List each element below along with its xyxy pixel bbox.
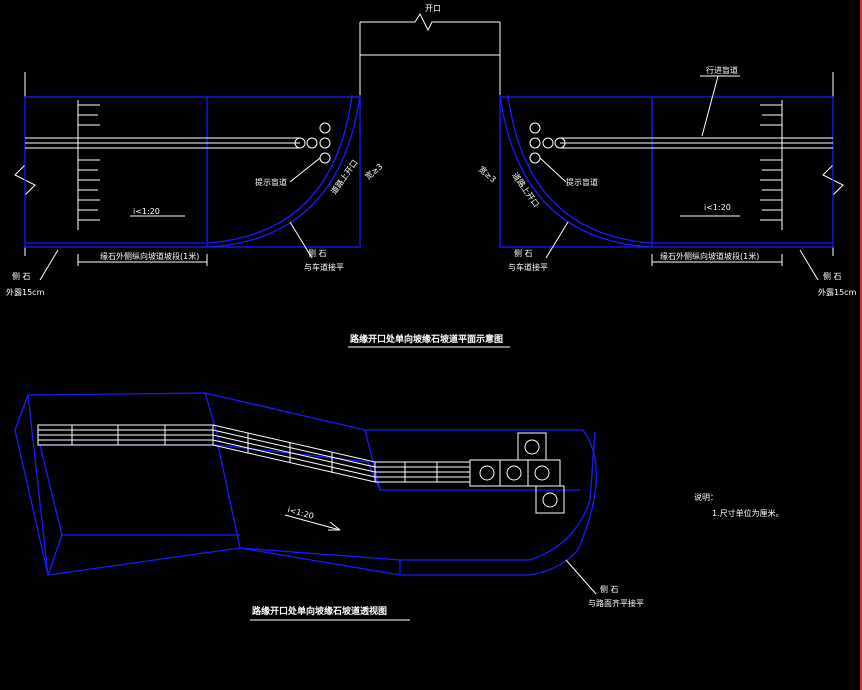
right-tactile-dots bbox=[529, 122, 566, 164]
axo-inner-edges bbox=[204, 392, 580, 491]
left-curve-outer bbox=[206, 94, 361, 248]
right-curve-outer bbox=[499, 94, 653, 248]
left-flush-curb-1: 侧 石 bbox=[308, 248, 327, 258]
right-flush-curb-1: 侧 石 bbox=[514, 248, 533, 258]
right-slope-label: i<1:20 bbox=[704, 203, 731, 212]
axo-curb-front bbox=[239, 431, 596, 561]
left-curve-label-b: 宽≥3 bbox=[363, 161, 385, 181]
left-slope-label: i<1:20 bbox=[133, 207, 160, 216]
left-flush-curb-2: 与车道接平 bbox=[304, 262, 344, 272]
left-sidewalk bbox=[24, 96, 361, 248]
notes: 说明： 1.尺寸单位为厘米。 bbox=[694, 492, 784, 518]
opening-label: 开口 bbox=[425, 4, 441, 13]
left-tactile-dots bbox=[294, 122, 331, 164]
left-tactile-leader bbox=[289, 157, 321, 183]
axo-view: i<1:20 侧 石 与路面齐平接平 路缘开口处单向坡缘石坡道透视图 bbox=[14, 392, 644, 621]
axo-curb-label-2: 与路面齐平接平 bbox=[588, 598, 644, 608]
right-span-label: 缘石外侧纵向坡道坡段(1米) bbox=[660, 251, 759, 261]
axo-slope-arrow bbox=[284, 514, 341, 531]
right-flush-curb-2: 与车道接平 bbox=[508, 262, 548, 272]
axo-tactile-strip bbox=[37, 424, 471, 483]
right-curb-label-2: 外露15cm bbox=[818, 287, 857, 297]
left-tactile-label: 提示盲道 bbox=[255, 177, 287, 187]
left-span-label: 缘石外侧纵向坡道坡段(1米) bbox=[100, 251, 199, 261]
notes-item-1: 1.尺寸单位为厘米。 bbox=[712, 508, 784, 518]
left-ramp-steps bbox=[77, 100, 100, 230]
right-curve-label-b: 宽≥3 bbox=[477, 164, 499, 184]
axo-title: 路缘开口处单向坡缘石坡道透视图 bbox=[252, 605, 387, 617]
right-ramp-steps bbox=[760, 100, 783, 230]
right-curb-label-1: 侧 石 bbox=[823, 271, 842, 281]
right-edge-bar bbox=[860, 0, 862, 690]
opening-outline bbox=[359, 12, 501, 95]
notes-heading: 说明： bbox=[694, 492, 718, 502]
right-sidewalk bbox=[499, 96, 834, 248]
axo-tactile-dots bbox=[469, 432, 565, 514]
right-tactile-leader bbox=[539, 157, 567, 183]
right-top-label: 行进盲道 bbox=[706, 65, 738, 75]
left-curve-inner bbox=[206, 94, 353, 244]
right-tactile-label: 提示盲道 bbox=[566, 177, 598, 187]
plan-title: 路缘开口处单向坡缘石坡道平面示意图 bbox=[350, 333, 503, 345]
left-curb-label-1: 侧 石 bbox=[12, 271, 31, 281]
left-curb-label-2: 外露15cm bbox=[6, 287, 45, 297]
axo-slope-label: i<1:20 bbox=[286, 505, 314, 521]
axo-curb-label-1: 侧 石 bbox=[600, 584, 619, 594]
axo-outline bbox=[27, 392, 597, 576]
axo-left-face bbox=[14, 394, 49, 576]
right-curve-inner bbox=[507, 94, 653, 244]
axo-ramp-edges bbox=[39, 444, 381, 549]
plan-view: 开口 bbox=[6, 4, 857, 348]
axo-front-edges bbox=[47, 534, 401, 576]
